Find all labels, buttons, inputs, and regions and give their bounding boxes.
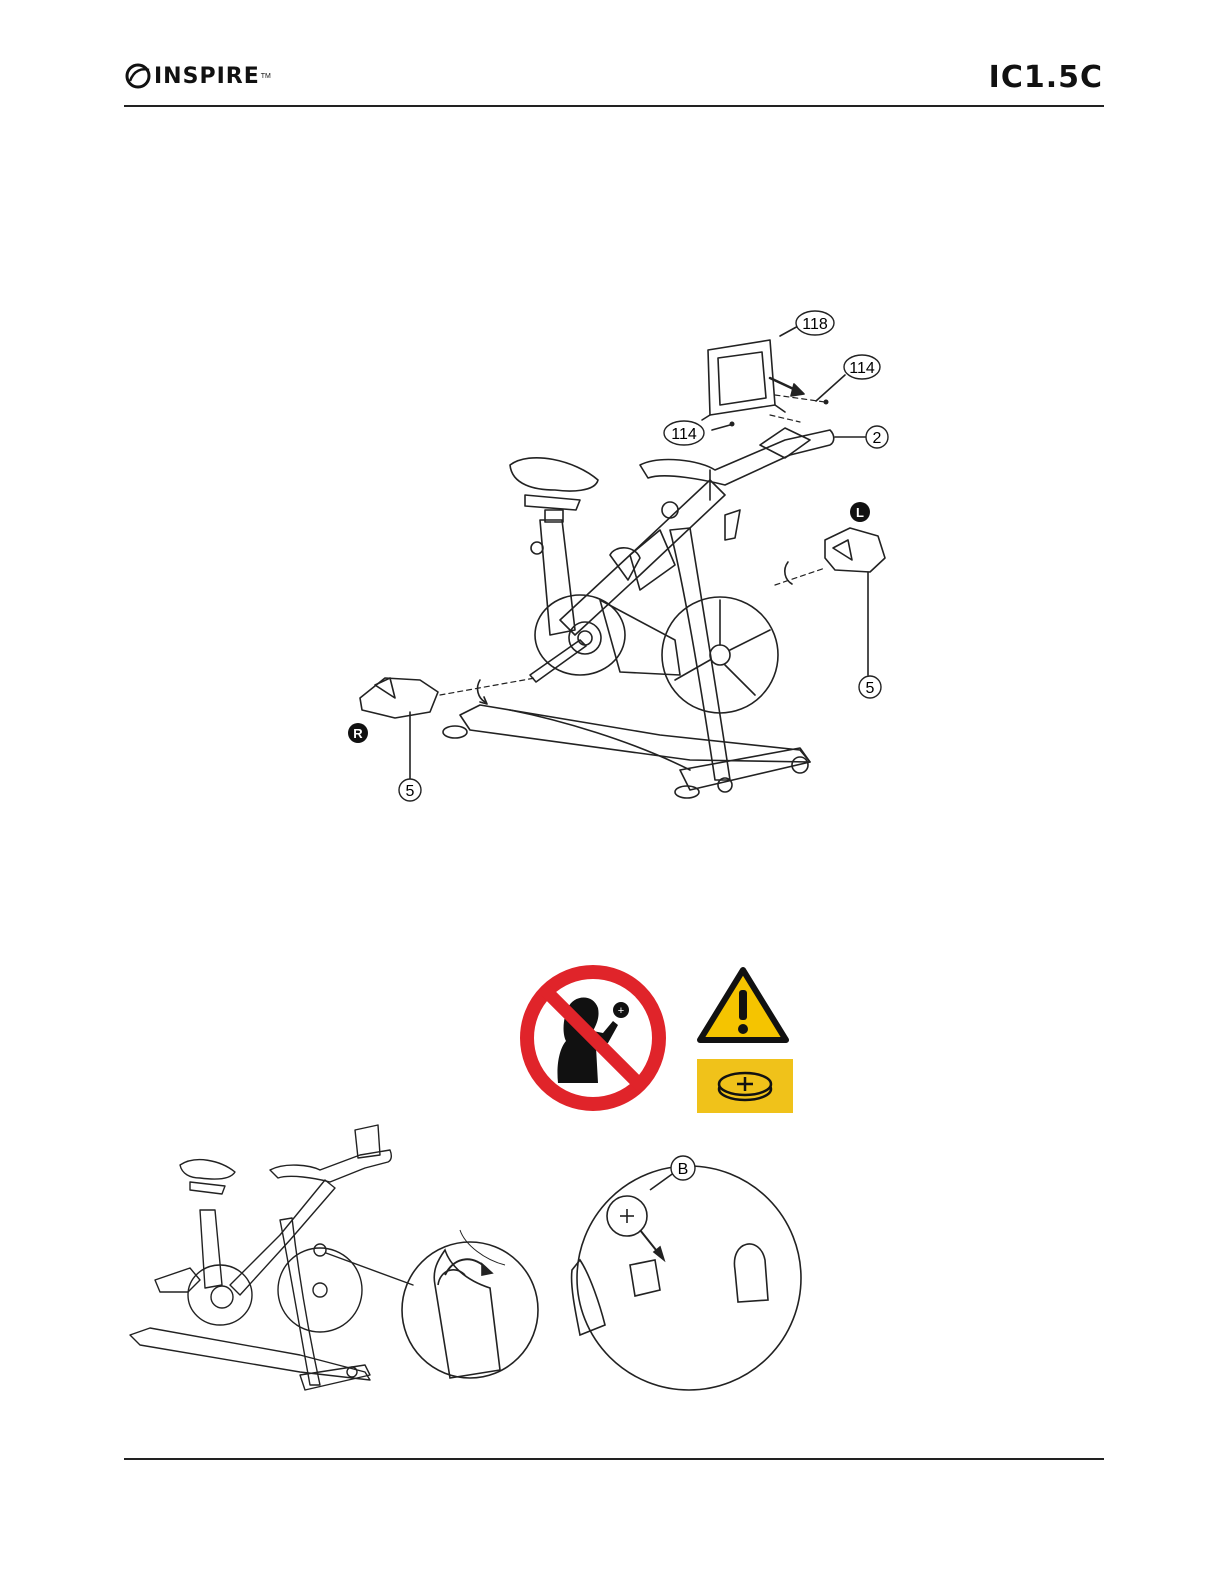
foot-right	[675, 786, 699, 798]
callout-2: 2	[866, 426, 888, 448]
logo-mark-icon	[124, 62, 152, 90]
pedal-right	[360, 678, 438, 718]
warning-icon	[696, 966, 790, 1044]
marker-right: R	[348, 723, 368, 743]
pedal-left	[825, 528, 885, 572]
brand-name: INSPIRE	[154, 64, 260, 89]
pedal-assembly-diagram: 118 114 114 2 5 5 L R	[330, 300, 900, 820]
callout-b: B	[671, 1156, 695, 1180]
svg-text:5: 5	[406, 783, 415, 800]
svg-text:114: 114	[849, 360, 875, 377]
bike-small-base	[130, 1328, 370, 1380]
screw-114-left	[730, 422, 735, 427]
callout-114-left: 114	[664, 421, 704, 445]
screw-114-right	[824, 400, 829, 405]
callout-114-right: 114	[844, 355, 880, 379]
bike-small-seat	[180, 1160, 235, 1179]
svg-text:114: 114	[671, 426, 697, 443]
rear-stabilizer	[680, 748, 810, 790]
callout-5-right: 5	[399, 779, 421, 801]
front-stabilizer	[460, 705, 810, 762]
svg-text:2: 2	[873, 430, 882, 447]
svg-text:L: L	[856, 505, 864, 520]
foot-left	[443, 726, 467, 738]
frame-base	[510, 710, 690, 770]
marker-left: L	[850, 502, 870, 522]
battery-insert-detail	[572, 1166, 801, 1390]
seat-post-tube	[540, 520, 575, 635]
callout-5-left: 5	[859, 676, 881, 698]
svg-text:5: 5	[866, 680, 875, 697]
callout-118: 118	[796, 311, 834, 335]
main-frame	[560, 480, 725, 635]
brand-logo: INSPIRE TM	[124, 62, 271, 90]
no-children-icon: +	[518, 963, 668, 1113]
svg-text:118: 118	[802, 316, 828, 333]
coin-battery-icon	[697, 1059, 793, 1113]
footer-rule	[124, 1458, 1104, 1460]
bike-small-flywheel	[278, 1248, 362, 1332]
model-name: IC1.5C	[989, 60, 1103, 95]
resistance-knob	[662, 502, 678, 518]
header-rule	[124, 105, 1104, 107]
svg-text:B: B	[678, 1161, 689, 1178]
battery-cap-detail	[402, 1230, 538, 1378]
svg-text:R: R	[353, 726, 363, 741]
svg-text:+: +	[618, 1005, 624, 1017]
seat	[510, 458, 598, 491]
trademark-mark: TM	[261, 73, 271, 80]
battery-install-diagram: B	[120, 1110, 810, 1410]
